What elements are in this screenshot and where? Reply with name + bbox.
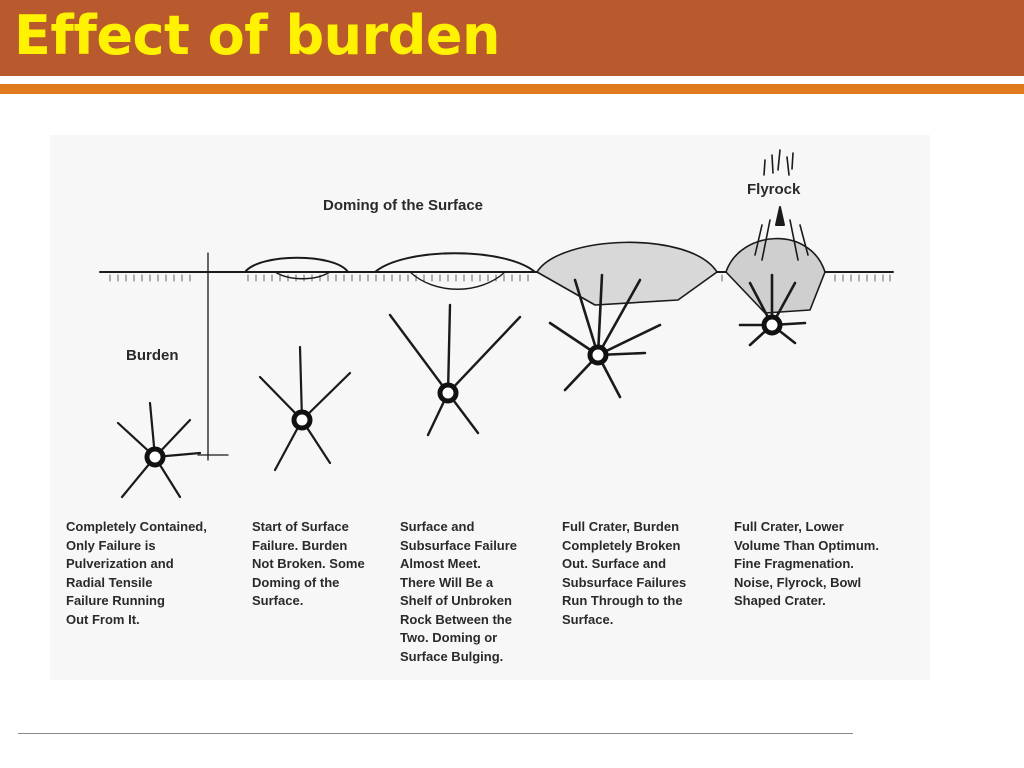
burden-diagram-drawing [99, 149, 894, 499]
charge-5 [761, 314, 783, 336]
slide-title: Effect of burden [14, 4, 500, 67]
burden-diagram: Doming of the Surface Flyrock Burden Com… [50, 135, 930, 680]
charge-1-fractures [116, 401, 202, 499]
dome-1 [244, 256, 349, 273]
charge-2 [291, 409, 313, 431]
dome-2 [374, 252, 536, 273]
bottom-rule [18, 733, 853, 734]
burden-dimension-line [197, 252, 229, 461]
title-bar: Effect of burden [0, 0, 1024, 76]
flyrock-arrow [775, 206, 785, 226]
crater-5 [725, 237, 826, 314]
caption-3: Surface and Subsurface Failure Almost Me… [400, 519, 518, 664]
charge-2-fractures [258, 345, 352, 472]
charge-5-fractures [738, 273, 807, 347]
accent-line [0, 84, 1024, 94]
charge-4-fractures [548, 273, 662, 399]
charge-3-fractures [388, 303, 522, 437]
crater-4 [536, 241, 718, 306]
flyrock-streaks [754, 149, 809, 261]
charge-4 [587, 344, 609, 366]
caption-1: Completely Contained, Only Failure is Pu… [66, 519, 207, 627]
ground-hatching [109, 274, 891, 282]
burden-label: Burden [126, 347, 179, 364]
doming-label: Doming of the Surface [323, 197, 484, 214]
charge-1 [144, 446, 166, 468]
dome-2-inner [409, 271, 506, 290]
flyrock-label: Flyrock [747, 181, 801, 198]
caption-4: Full Crater, Burden Completely Broken Ou… [562, 519, 687, 627]
charge-3 [437, 382, 459, 404]
caption-2: Start of Surface Failure. Burden Not Bro… [252, 519, 365, 608]
caption-5: Full Crater, Lower Volume Than Optimum. … [734, 519, 879, 608]
dome-1-inner [274, 271, 331, 280]
